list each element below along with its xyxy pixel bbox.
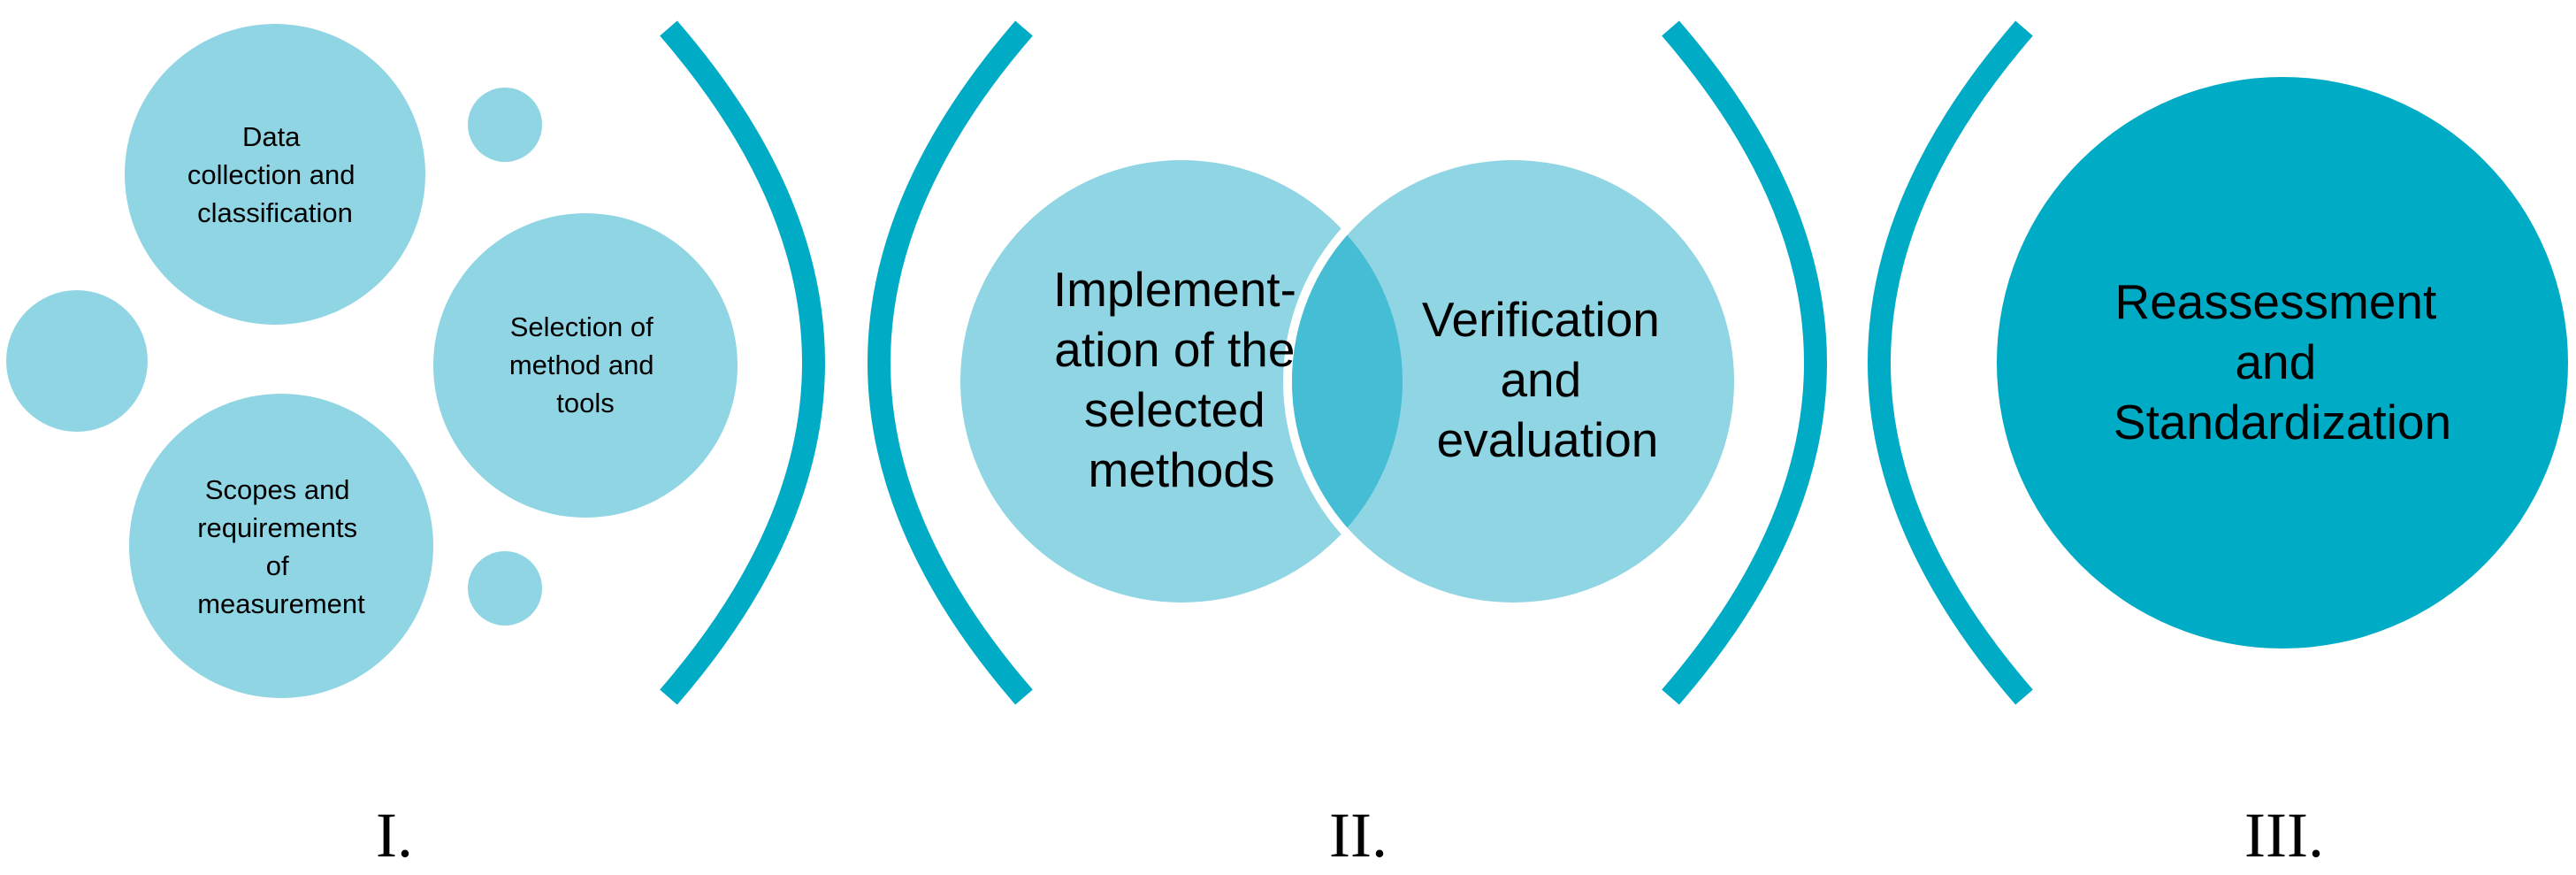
scopes-circle — [129, 394, 433, 698]
implementation-circle — [960, 160, 1403, 603]
method-selection-label: Selection of method and tools — [509, 311, 661, 418]
stage-2-group: Implement- ation of the selected methods… — [960, 151, 1743, 871]
verification-circle — [1292, 160, 1734, 603]
stage-3-group: Reassessment and Standardization III. — [1997, 77, 2568, 871]
bracket-open-4 — [1868, 20, 2033, 705]
stage-1-group: Data collection and classification Selec… — [6, 24, 738, 871]
brackets — [660, 20, 2033, 705]
stage-2-numeral: II. — [1329, 800, 1387, 871]
reassessment-label: Reassessment and Standardization — [2114, 274, 2451, 449]
small-dot-bottom — [468, 551, 542, 626]
bracket-close-1 — [660, 20, 825, 705]
method-selection-circle — [433, 213, 738, 518]
stage-3-numeral: III. — [2244, 800, 2324, 871]
verification-label: Verification and evaluation — [1422, 292, 1673, 467]
stage-1-numeral: I. — [376, 800, 413, 871]
implementation-label: Implement- ation of the selected methods — [1053, 262, 1310, 497]
bracket-close-3 — [1662, 20, 1827, 705]
data-collection-circle — [125, 24, 425, 325]
small-dot-left — [6, 290, 148, 432]
small-dot-top — [468, 88, 542, 162]
data-collection-label: Data collection and classification — [187, 121, 363, 228]
reassessment-circle — [1997, 77, 2568, 649]
scopes-label: Scopes and requirements of measurement — [197, 474, 365, 619]
bracket-open-2 — [868, 20, 1033, 705]
